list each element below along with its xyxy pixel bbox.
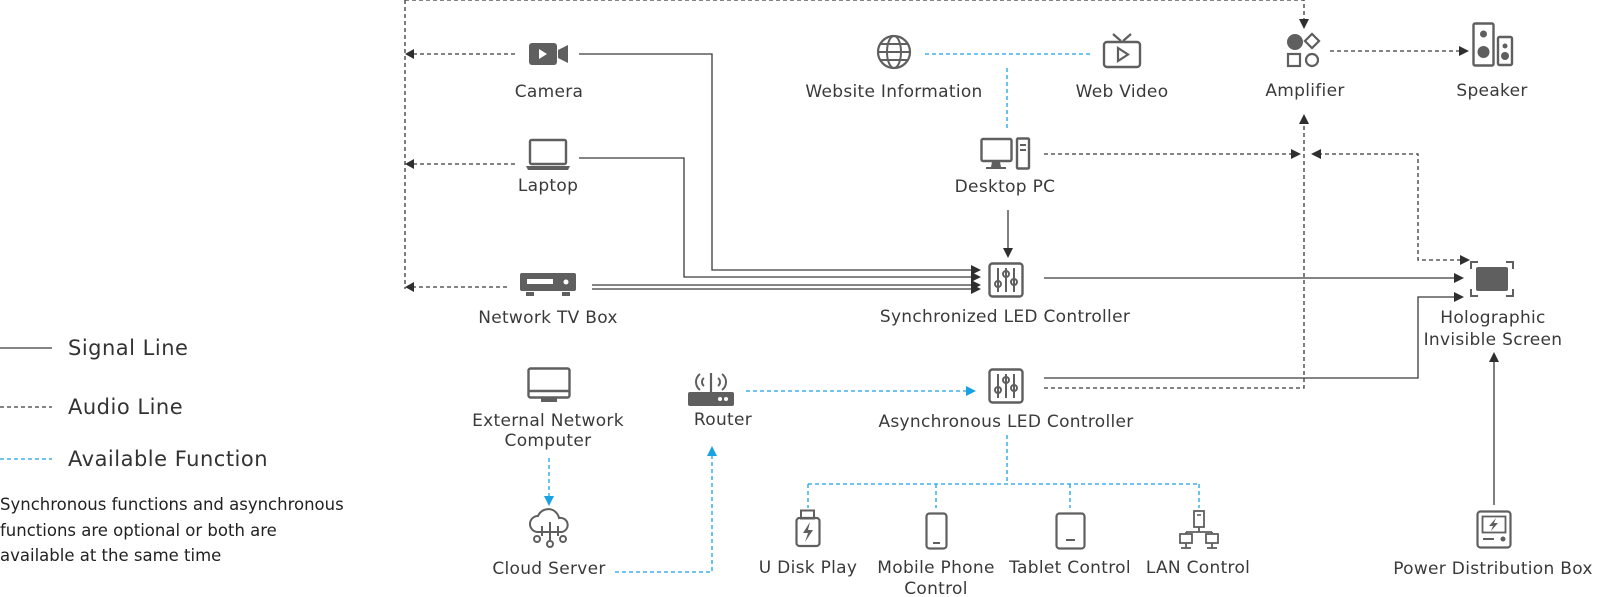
label-desktop-pc: Desktop PC <box>955 177 1056 197</box>
legend: Signal Line Audio Line Available Functio… <box>0 336 268 471</box>
label-external-computer-2: Computer <box>505 431 592 451</box>
label-amplifier: Amplifier <box>1265 81 1344 101</box>
tablet-icon <box>1055 512 1086 550</box>
arrow-sync-in-2 <box>971 272 981 282</box>
arrow-sync-screen <box>1454 273 1464 283</box>
monitor-icon <box>527 367 571 402</box>
sliders-icon <box>988 368 1024 404</box>
arrow-cloud-router <box>707 446 717 456</box>
globe-icon <box>876 34 912 70</box>
label-holographic-1: Holographic <box>1440 308 1545 328</box>
label-website-information: Website Information <box>805 82 982 102</box>
arrowheads <box>405 19 1499 506</box>
usb-disk-icon <box>795 509 821 548</box>
arrow-async-screen <box>1454 292 1464 302</box>
label-router: Router <box>694 410 752 430</box>
lan-network-icon <box>1179 510 1219 549</box>
legend-audio-label: Audio Line <box>68 395 183 419</box>
router-icon <box>688 373 734 406</box>
signal-async-screen <box>1044 296 1455 379</box>
label-network-tv-box: Network TV Box <box>478 308 618 328</box>
speaker-icon <box>1472 22 1514 67</box>
signal-laptop-sync <box>579 157 972 278</box>
audio-screen-amp <box>1320 153 1461 261</box>
arrow-screen-top <box>1460 255 1470 265</box>
laptop-icon <box>526 138 570 170</box>
mobile-phone-icon <box>925 512 948 550</box>
label-cloud-server: Cloud Server <box>492 559 605 579</box>
label-power-box: Power Distribution Box <box>1393 559 1593 579</box>
note: Synchronous functions and asynchronous f… <box>0 495 344 565</box>
tv-play-icon <box>1102 33 1142 69</box>
cloud-icon <box>529 508 569 548</box>
label-web-video: Web Video <box>1076 82 1169 102</box>
note-line-2: functions are optional or both are <box>0 521 277 540</box>
connections <box>404 0 1495 573</box>
legend-function-label: Available Function <box>68 447 268 471</box>
tv-box-icon <box>520 273 576 296</box>
arrow-laptop-left <box>405 159 414 169</box>
arrow-router-async <box>966 386 976 396</box>
fn-async-bus <box>807 435 1200 508</box>
label-u-disk-play: U Disk Play <box>759 558 858 578</box>
signal-camera-sync <box>579 53 972 271</box>
amplifier-icon <box>1286 32 1321 68</box>
label-tablet-control: Tablet Control <box>1008 558 1131 578</box>
label-async-controller: Asynchronous LED Controller <box>878 412 1133 432</box>
label-holographic-2: Invisible Screen <box>1424 330 1563 350</box>
arrow-tvbox-left <box>405 282 414 292</box>
label-camera: Camera <box>515 82 584 102</box>
arrow-amp-top <box>1299 19 1309 29</box>
arrow-sync-in-1 <box>971 265 981 275</box>
label-speaker: Speaker <box>1456 81 1527 101</box>
audio-async-amp <box>1044 124 1305 389</box>
note-line-3: available at the same time <box>0 546 221 565</box>
arrow-pc-sync <box>1003 248 1013 258</box>
desktop-pc-icon <box>980 137 1031 170</box>
arrow-async-amp <box>1299 114 1309 124</box>
power-box-icon <box>1476 510 1512 549</box>
arrow-pc-amp <box>1291 149 1301 159</box>
arrow-screen-amp <box>1311 149 1321 159</box>
arrow-camera-left <box>405 49 414 59</box>
label-mobile-phone-2: Control <box>904 579 968 597</box>
label-sync-controller: Synchronized LED Controller <box>880 307 1130 327</box>
screen-icon <box>1470 261 1514 297</box>
camera-icon <box>529 43 568 65</box>
legend-signal-label: Signal Line <box>68 336 188 360</box>
arrow-sync-in-4 <box>971 284 981 294</box>
node-labels: Camera Laptop Network TV Box Website Inf… <box>472 81 1593 597</box>
audio-top-loop <box>405 0 1305 20</box>
label-mobile-phone-1: Mobile Phone <box>877 558 994 578</box>
label-lan-control: LAN Control <box>1146 558 1250 578</box>
sliders-icon <box>988 262 1024 298</box>
fn-cloud-router <box>615 455 713 573</box>
arrow-computer-cloud <box>544 496 554 506</box>
arrow-speaker <box>1459 46 1469 56</box>
arrow-power-screen <box>1489 352 1499 362</box>
note-line-1: Synchronous functions and asynchronous <box>0 495 344 514</box>
label-laptop: Laptop <box>518 176 578 196</box>
label-external-computer-1: External Network <box>472 411 624 431</box>
